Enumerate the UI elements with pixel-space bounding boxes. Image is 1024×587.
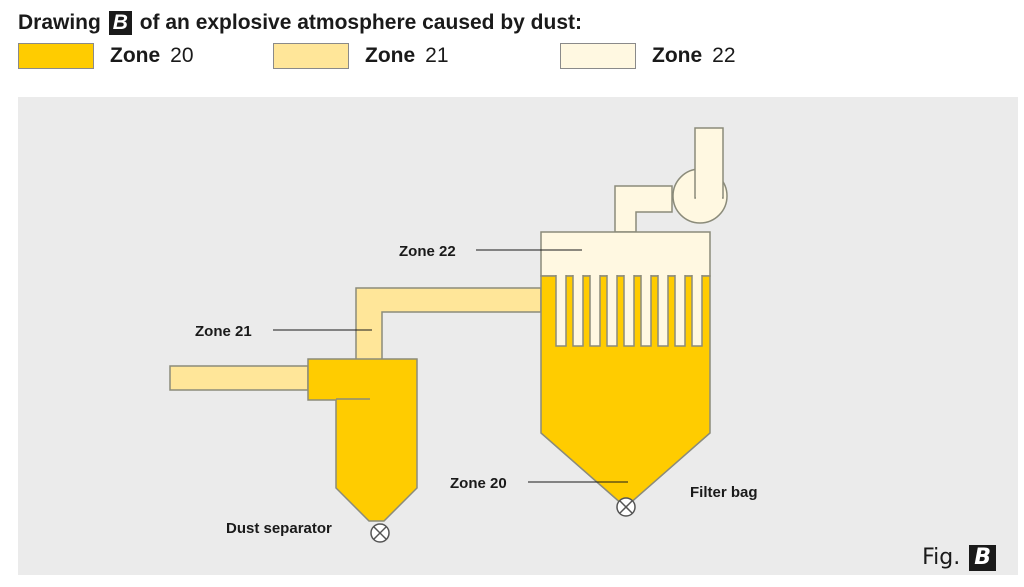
figure-label: Fig. B <box>922 545 998 571</box>
inlet-pipe <box>169 365 309 391</box>
filter-valve-icon <box>616 497 636 517</box>
bag-plate <box>542 262 709 275</box>
heading-badge: B <box>108 11 132 35</box>
legend-swatch-zone-22 <box>560 43 636 69</box>
heading-suffix: of an explosive atmosphere caused by dus… <box>139 11 582 34</box>
label-zone-21: Zone 21 <box>195 323 252 340</box>
heading-prefix: Drawing <box>18 11 101 34</box>
legend-swatch-zone-21 <box>273 43 349 69</box>
label-zone-22: Zone 22 <box>399 243 456 260</box>
heading: Drawing B of an explosive atmosphere cau… <box>18 8 582 38</box>
label-dust-separator: Dust separator <box>226 520 332 537</box>
exhaust-fan <box>614 127 728 233</box>
connecting-duct <box>355 287 542 361</box>
label-zone-20: Zone 20 <box>450 475 507 492</box>
diagram-panel <box>18 97 1018 575</box>
label-filter-bag: Filter bag <box>690 484 758 501</box>
legend-swatch-zone-20 <box>18 43 94 69</box>
figure-prefix: Fig. <box>922 545 961 570</box>
figure-badge: B <box>969 545 996 571</box>
separator-valve-icon <box>370 523 390 543</box>
filter-bags <box>555 267 703 347</box>
dust-separator-body <box>307 358 418 522</box>
